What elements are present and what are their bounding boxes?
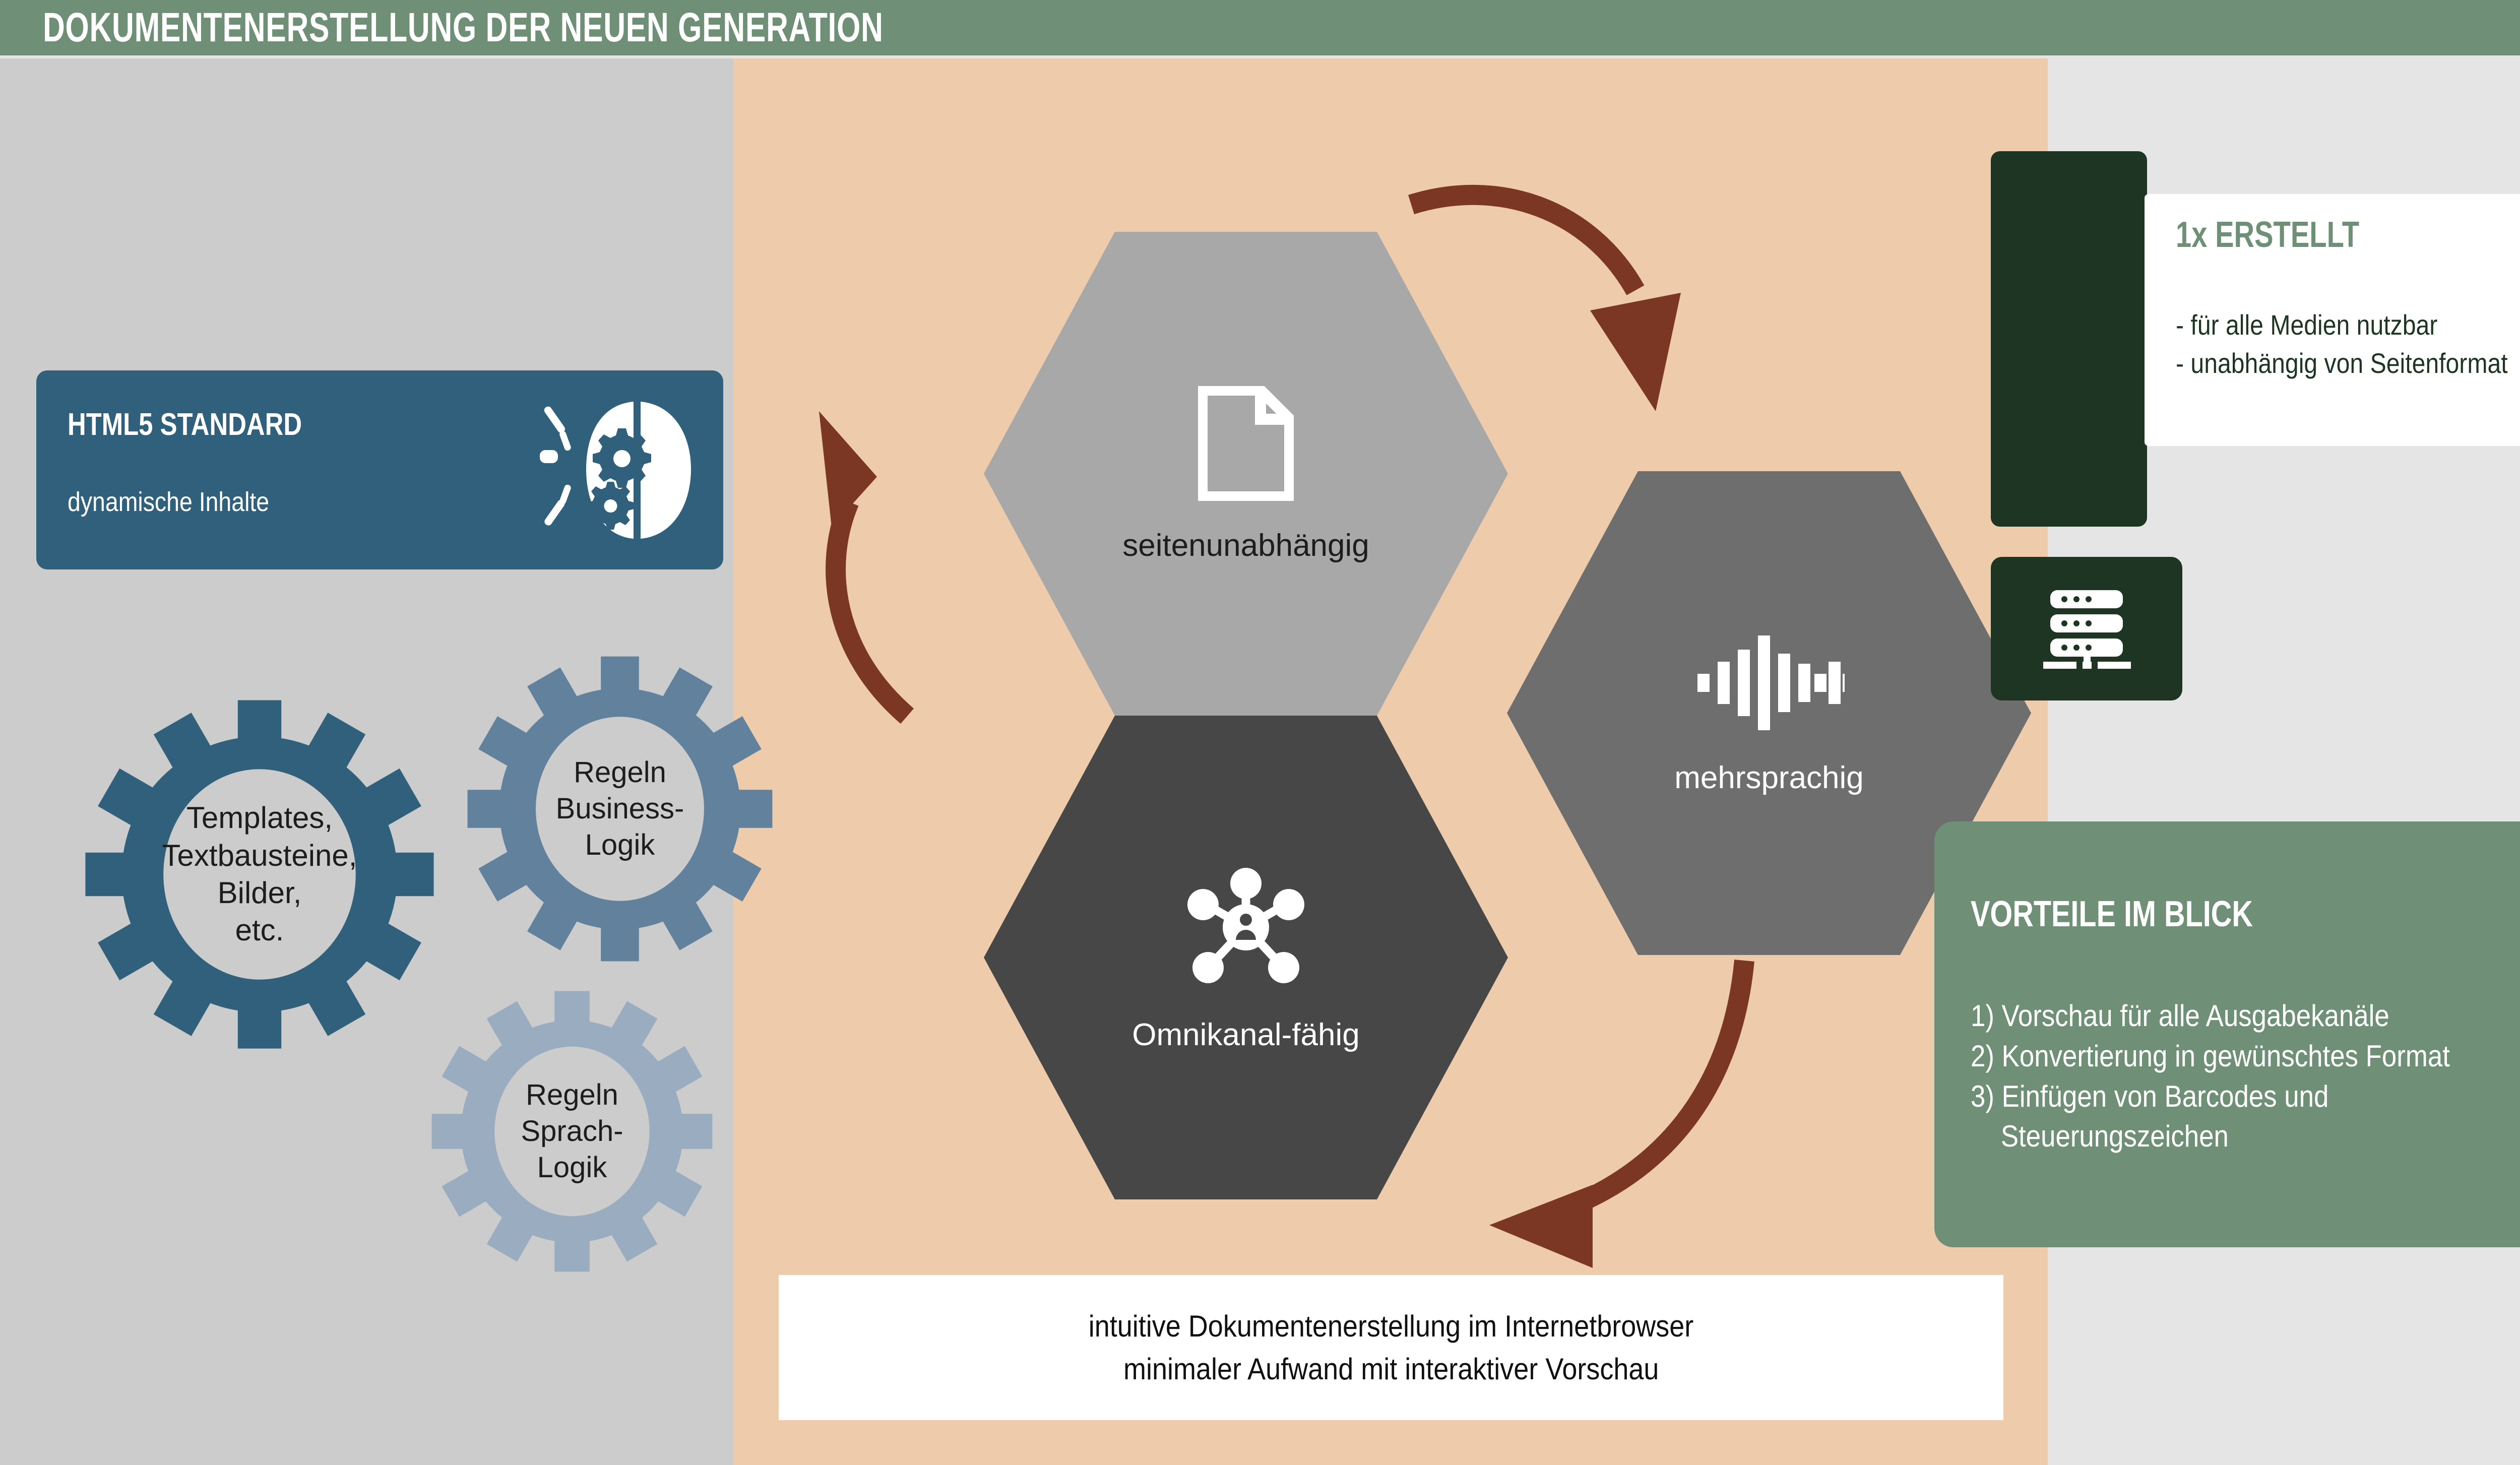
brain-gears-icon xyxy=(540,395,706,546)
benefits-panel-title: VORTEILE IM BLICK xyxy=(1971,894,2253,934)
created-once-list: - für alle Medien nutzbar - unabhängig v… xyxy=(2176,306,2508,382)
gear-language-logic: Regeln Sprach- Logik xyxy=(426,973,718,1290)
page-title: DOKUMENTENERSTELLUNG DER NEUEN GENERATIO… xyxy=(43,5,884,50)
server-rack-icon xyxy=(2041,586,2132,672)
created-once-item-1: - für alle Medien nutzbar xyxy=(2176,309,2438,341)
created-once-item-2: - unabhängig von Seitenformat xyxy=(2176,347,2508,379)
html5-standard-subtitle: dynamische Inhalte xyxy=(68,487,270,517)
benefits-item-3-continued: Steuerungszeichen xyxy=(2000,1119,2229,1154)
server-badge xyxy=(1991,557,2182,700)
dark-green-accent-slab xyxy=(1991,151,2147,527)
caption-line-1: intuitive Dokumentenerstellung im Intern… xyxy=(1088,1309,1694,1343)
hexagon-page-independent: seitenunabhängig xyxy=(984,222,1508,726)
page-header: DOKUMENTENERSTELLUNG DER NEUEN GENERATIO… xyxy=(0,0,2520,55)
html5-standard-title: HTML5 STANDARD xyxy=(68,407,302,442)
benefits-panel-list: 1) Vorschau für alle Ausgabekanäle 2) Ko… xyxy=(1971,996,2450,1157)
caption-box: intuitive Dokumentenerstellung im Intern… xyxy=(779,1275,2003,1420)
benefits-item-2: 2) Konvertierung in gewünschtes Format xyxy=(1971,1039,2450,1073)
created-once-card: 1x ERSTELLT - für alle Medien nutzbar - … xyxy=(2145,194,2520,446)
html5-standard-card: HTML5 STANDARD dynamische Inhalte xyxy=(36,370,723,569)
hexagon-omnichannel: Omnikanal-fähig xyxy=(984,706,1508,1209)
caption-line-2: minimaler Aufwand mit interaktiver Vorsc… xyxy=(1123,1352,1659,1386)
gear-templates: Templates, Textbausteine, Bilder, etc. xyxy=(78,678,441,1071)
benefits-item-3: 3) Einfügen von Barcodes und xyxy=(1971,1079,2329,1113)
created-once-title: 1x ERSTELLT xyxy=(2176,215,2360,255)
benefits-item-1: 1) Vorschau für alle Ausgabekanäle xyxy=(1971,999,2389,1033)
benefits-panel: VORTEILE IM BLICK 1) Vorschau für alle A… xyxy=(1934,821,2520,1247)
gear-business-logic: Regeln Business- Logik xyxy=(461,635,779,983)
